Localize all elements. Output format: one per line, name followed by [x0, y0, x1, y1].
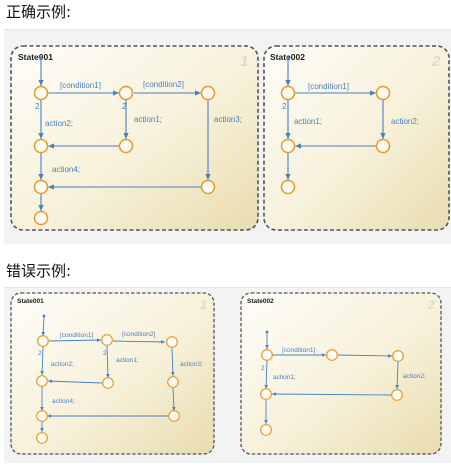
label-order2-b: 2	[103, 350, 107, 357]
junction	[326, 349, 338, 361]
wrong-example-title: 错误示例:	[6, 262, 72, 280]
label-action4: action4;	[52, 398, 75, 405]
label-condition1: [condition1]	[60, 332, 93, 339]
label-action2: action2;	[403, 373, 426, 380]
state002-junctions[interactable]	[280, 85, 391, 195]
label-action2: action2;	[51, 361, 74, 368]
label-action1: action1;	[116, 357, 139, 364]
junction	[118, 85, 134, 101]
junction	[200, 85, 216, 101]
junction	[392, 350, 404, 362]
correct-example-title: 正确示例:	[6, 3, 72, 21]
junction	[166, 336, 178, 348]
junction	[260, 388, 272, 400]
junction	[36, 432, 48, 444]
junction	[375, 85, 391, 101]
state001-number: 1	[240, 53, 248, 70]
label-order2: 2	[282, 102, 287, 111]
label-action1: action1;	[294, 117, 322, 126]
state001-junctions[interactable]	[33, 85, 216, 226]
state001-name: State001	[17, 298, 44, 305]
label-condition1: [condition1]	[282, 347, 315, 354]
label-condition2: [condition2]	[122, 331, 155, 338]
junction	[280, 85, 296, 101]
state002-transitions	[285, 56, 386, 180]
state001-labels: [condition1] [condition2] 2 2 action2; a…	[35, 80, 242, 174]
label-order2-b: 2	[122, 102, 127, 111]
label-action4: action4;	[52, 165, 80, 174]
junction	[261, 349, 273, 361]
junction	[280, 138, 296, 154]
junction	[280, 179, 296, 195]
state001-name: State001	[18, 52, 53, 62]
state002-junctions[interactable]	[260, 349, 404, 436]
junction	[36, 410, 48, 422]
state002-labels: [condition1] 2 action1; action2;	[282, 82, 419, 126]
junction	[33, 210, 49, 226]
state002-number: 2	[427, 298, 435, 312]
junction	[33, 138, 49, 154]
junction	[375, 138, 391, 154]
label-action2: action2;	[391, 117, 419, 126]
state001-labels: [condition1] [condition2] 2 2 action2; a…	[38, 331, 203, 405]
junction	[118, 138, 134, 154]
state002-box[interactable]: State002 2	[240, 292, 442, 455]
state002-number: 2	[431, 53, 441, 70]
correct-example-diagram: State001 1 State002 2 [condition1] [cond…	[10, 45, 450, 231]
junction	[260, 424, 272, 436]
state001-box[interactable]: State001 1	[10, 292, 215, 455]
junction	[36, 375, 48, 387]
junction	[200, 179, 216, 195]
label-condition2: [condition2]	[143, 80, 184, 89]
junction	[37, 335, 49, 347]
junction	[33, 85, 49, 101]
label-action3: action3;	[180, 361, 203, 368]
state002-name: State002	[247, 298, 274, 305]
label-action3: action3;	[214, 115, 242, 124]
label-order2: 2	[38, 350, 42, 357]
junction	[101, 334, 113, 346]
junction	[33, 179, 49, 195]
label-action2: action2;	[45, 119, 73, 128]
state002-labels: [condition1] 2 action1; action2;	[261, 347, 426, 381]
junction	[168, 410, 180, 422]
label-action1: action1;	[273, 374, 296, 381]
label-action1: action1;	[134, 115, 162, 124]
label-order2: 2	[35, 102, 40, 111]
label-order2: 2	[261, 365, 265, 372]
label-condition1: [condition1]	[308, 82, 349, 91]
state001-transitions	[40, 314, 176, 432]
junction	[102, 377, 114, 389]
state002-transitions	[264, 330, 399, 424]
junction	[167, 376, 179, 388]
state001-transitions	[38, 56, 211, 211]
label-condition1: [condition1]	[60, 81, 101, 90]
junction	[391, 389, 403, 401]
state001-junctions[interactable]	[36, 334, 180, 444]
state001-number: 1	[200, 298, 207, 312]
